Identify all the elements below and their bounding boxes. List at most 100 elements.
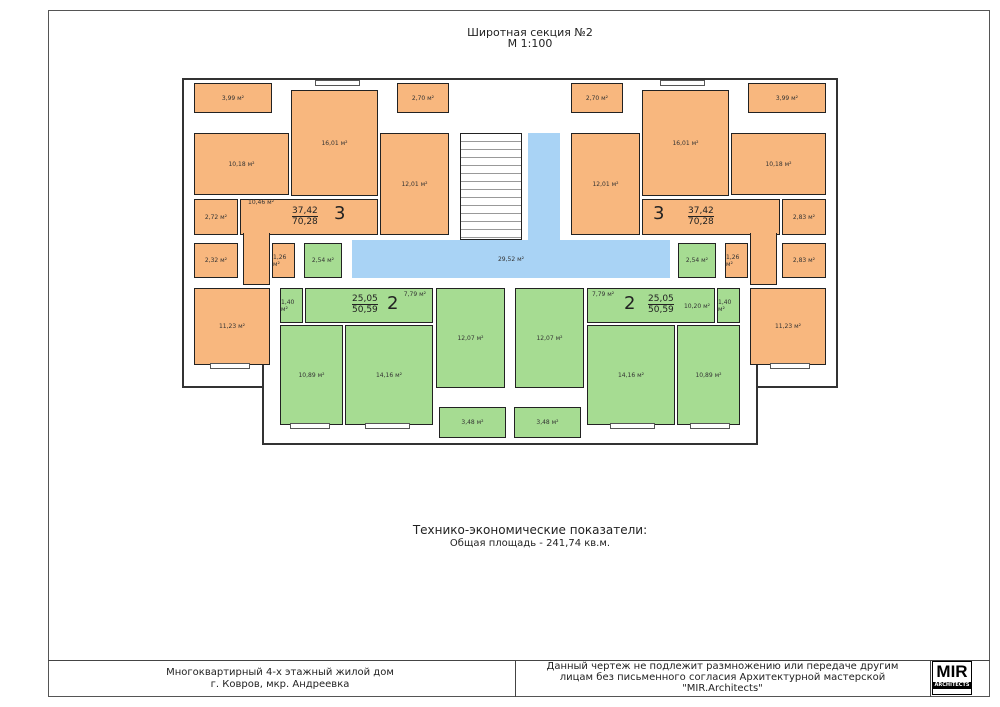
balcony: 2,70 м² xyxy=(571,83,623,113)
bathroom: 2,54 м² xyxy=(678,243,716,278)
bedroom: 11,23 м² xyxy=(194,288,270,365)
balcony: 2,70 м² xyxy=(397,83,449,113)
total-area: 70,28 xyxy=(292,217,318,227)
title-block-divider xyxy=(930,660,931,697)
room-area: 1,26 м² xyxy=(726,253,740,268)
room-area: 12,07 м² xyxy=(457,334,484,342)
room-area: 1,40 м² xyxy=(281,298,295,313)
indicators-title: Технико-экономические показатели: xyxy=(412,523,648,537)
balcony: 3,48 м² xyxy=(439,407,506,438)
hallway: 7,79 м² xyxy=(305,288,433,323)
room-area: 10,89 м² xyxy=(695,371,722,379)
room-area: 2,54 м² xyxy=(311,257,335,264)
room-area: 16,01 м² xyxy=(321,139,348,147)
living-room: 14,16 м² xyxy=(345,325,433,425)
bedroom: 11,23 м² xyxy=(750,288,826,365)
room-area: 1,26 м² xyxy=(273,253,287,268)
room-area: 7,79 м² xyxy=(403,291,426,298)
storage: 2,72 м² xyxy=(194,199,238,235)
bedroom: 10,18 м² xyxy=(731,133,826,195)
hallway-strip xyxy=(243,233,270,285)
window xyxy=(365,423,410,429)
living-area: 37,42 xyxy=(688,206,714,217)
bathroom: 2,54 м² xyxy=(304,243,342,278)
bathroom: 2,32 м² xyxy=(194,243,238,278)
window xyxy=(660,80,705,86)
bedroom: 10,18 м² xyxy=(194,133,289,195)
window xyxy=(210,363,250,369)
hallway-strip xyxy=(750,233,777,285)
bedroom: 10,89 м² xyxy=(280,325,343,425)
room-area: 11,23 м² xyxy=(774,323,801,330)
room-area: 12,07 м² xyxy=(536,334,563,342)
storage: 2,83 м² xyxy=(782,199,826,235)
total-area-text: Общая площадь - 241,74 кв.м. xyxy=(449,538,611,549)
room-area: 14,16 м² xyxy=(617,371,644,379)
project-location: г. Ковров, мкр. Андреевка xyxy=(210,679,350,690)
hallway: 7,79 м² 10,20 м² xyxy=(587,288,715,323)
toilet: 1,26 м² xyxy=(725,243,748,278)
room-area: 2,70 м² xyxy=(411,94,435,102)
kitchen: 12,01 м² xyxy=(380,133,449,235)
total-area: 50,59 xyxy=(352,305,378,315)
room-area: 29,52 м² xyxy=(497,255,524,263)
room-area: 2,72 м² xyxy=(204,213,228,221)
balcony: 3,99 м² xyxy=(748,83,826,113)
apartment-room-count: 3 xyxy=(653,203,665,224)
room-area: 16,01 м² xyxy=(672,139,699,147)
room-area: 3,48 м² xyxy=(536,419,559,426)
bedroom: 10,89 м² xyxy=(677,325,740,425)
living-area: 37,42 xyxy=(292,206,318,217)
common-corridor-vertical xyxy=(528,133,560,243)
total-area: 70,28 xyxy=(688,217,714,227)
room-area: 10,20 м² xyxy=(683,303,710,310)
room-area: 3,99 м² xyxy=(221,94,245,102)
copyright-notice-1: Данный чертеж не подлежит размножению ил… xyxy=(546,661,899,672)
room-area: 7,79 м² xyxy=(592,291,615,298)
staircase xyxy=(460,133,522,240)
hallway xyxy=(642,199,780,235)
plan-title: Широтная секция №2 xyxy=(467,26,593,39)
room-area: 2,83 м² xyxy=(792,257,816,264)
window xyxy=(770,363,810,369)
apartment-room-count: 2 xyxy=(387,293,399,314)
kitchen: 12,01 м² xyxy=(571,133,640,235)
title-block-divider xyxy=(515,660,516,697)
balcony: 3,48 м² xyxy=(514,407,581,438)
room-area: 10,18 м² xyxy=(765,160,792,168)
room-area: 2,54 м² xyxy=(685,257,709,264)
balcony: 3,99 м² xyxy=(194,83,272,113)
room-area: 10,89 м² xyxy=(298,371,325,379)
room-area: 12,01 м² xyxy=(401,180,428,188)
room-area: 2,83 м² xyxy=(792,213,816,221)
room-area: 10,46 м² xyxy=(248,199,275,206)
title-block-divider xyxy=(48,660,990,661)
room-area: 2,32 м² xyxy=(204,257,228,264)
room-area: 11,23 м² xyxy=(218,323,245,330)
room-area: 3,48 м² xyxy=(461,419,484,426)
copyright-notice-2: лицам без письменного согласия Архитекту… xyxy=(559,672,886,683)
toilet: 1,26 м² xyxy=(272,243,295,278)
window xyxy=(690,423,730,429)
logo-subtext: ARCHITECTS xyxy=(933,682,971,689)
room-area: 14,16 м² xyxy=(375,371,402,379)
room-area: 12,01 м² xyxy=(592,180,619,188)
toilet: 1,40 м² xyxy=(280,288,303,323)
room-area: 1,40 м² xyxy=(718,298,732,313)
total-area: 50,59 xyxy=(648,305,674,315)
living-room: 16,01 м² xyxy=(291,90,378,196)
apartment-room-count: 2 xyxy=(624,293,636,314)
room-area: 10,18 м² xyxy=(228,160,255,168)
logo-text: MIR xyxy=(936,662,968,681)
bathroom: 2,83 м² xyxy=(782,243,826,278)
toilet: 1,40 м² xyxy=(717,288,740,323)
project-name: Многоквартирный 4-х этажный жилой дом xyxy=(166,667,394,678)
window xyxy=(610,423,655,429)
living-area: 25,05 xyxy=(352,294,378,305)
sheet-frame xyxy=(48,10,990,697)
living-area: 25,05 xyxy=(648,294,674,305)
